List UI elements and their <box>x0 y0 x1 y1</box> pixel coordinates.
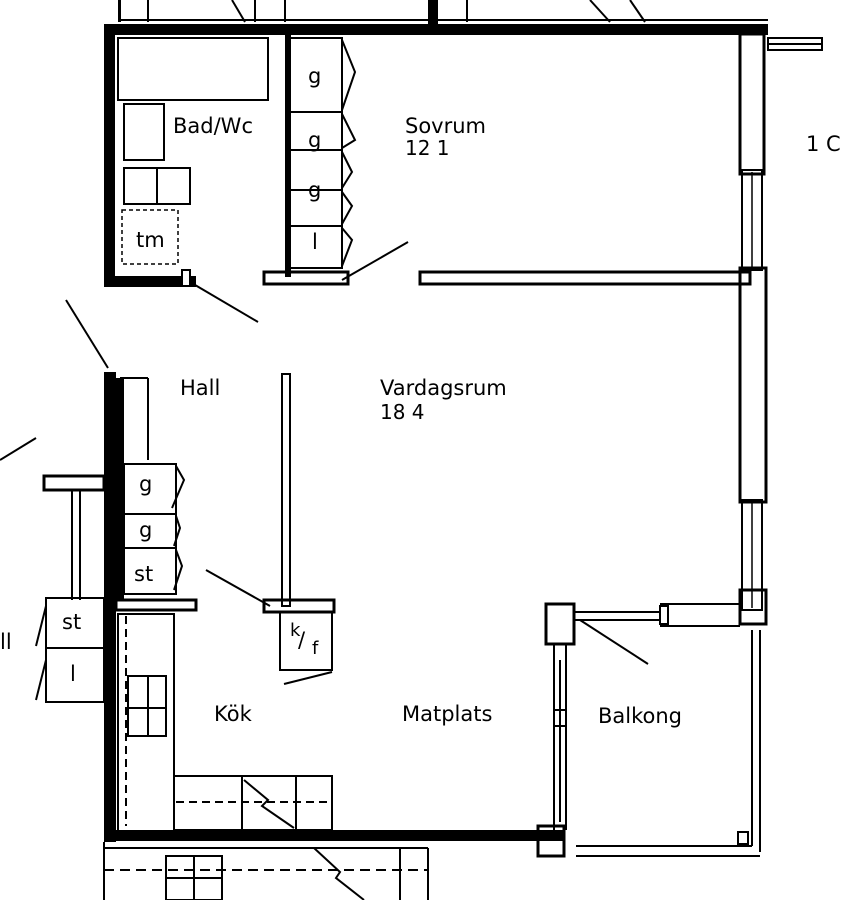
hall-cabinet-label-2: g <box>139 518 153 542</box>
window-top-right <box>767 37 823 51</box>
hall-label: Hall <box>180 376 221 400</box>
top-neighbour-strip <box>118 0 768 23</box>
kitchen <box>117 569 336 833</box>
balcony-label: Balkong <box>598 704 683 728</box>
wardrobe-label-2: g <box>308 128 322 152</box>
edge-text: 1 C <box>806 132 841 156</box>
neighbour-hall-label: ll <box>0 630 12 654</box>
dining-balcony-wall <box>536 602 740 858</box>
tm-label: tm <box>136 228 165 252</box>
kitchen-label: Kök <box>214 702 252 726</box>
hall-cabinet-label-3: st <box>134 562 154 586</box>
fridge-freezer-f: f <box>312 638 319 659</box>
bathroom-label: Bad/Wc <box>173 114 253 138</box>
living-room-label: Vardagsrum <box>380 376 507 400</box>
bottom-strip <box>103 842 429 900</box>
hall-cabinet-label-1: g <box>139 472 153 496</box>
hall-entry <box>65 299 291 612</box>
balcony <box>576 630 761 857</box>
fridge-freezer-k: k <box>290 620 301 641</box>
wardrobe-label-1: g <box>308 64 322 88</box>
living-room-area: 18 4 <box>380 400 425 424</box>
dining-label: Matplats <box>402 702 493 726</box>
bedroom-wall <box>262 241 752 286</box>
bathroom <box>104 37 269 323</box>
left-corridor <box>0 437 106 703</box>
bedroom-wardrobes <box>285 35 357 277</box>
wardrobe-label-3: g <box>308 178 322 202</box>
bedroom-area: 12 1 <box>405 136 450 160</box>
left-cabinet-label-1: st <box>62 610 82 634</box>
fridge-freezer-slash: / <box>298 628 306 652</box>
bedroom-label: Sovrum <box>405 114 487 138</box>
right-wall <box>738 32 768 626</box>
floor-plan <box>0 0 823 900</box>
wardrobe-label-4: l <box>312 230 318 254</box>
left-cabinet-label-2: l <box>70 662 76 686</box>
walls <box>104 0 768 842</box>
